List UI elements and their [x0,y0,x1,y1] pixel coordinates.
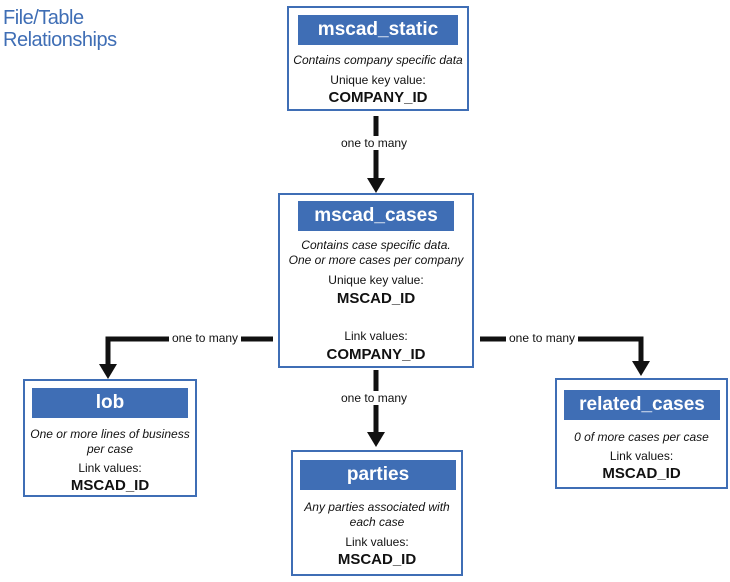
table-name-related-cases: related_cases [564,390,720,420]
description-line-1: One or more lines of business [30,427,190,441]
arrowhead-cases-parties [367,432,385,447]
label-static-to-cases: one to many [338,136,411,150]
description-line-2: One or more cases per company [288,253,464,267]
title-line-1: File/Table [3,7,84,29]
label-cases-to-related: one to many [506,331,579,345]
table-mscad-static[interactable]: mscad_static Contains company specific d… [287,6,469,111]
key-label: Unique key value: [328,273,424,287]
arrowhead-cases-lob [99,364,117,379]
link-label: Link values: [345,535,409,549]
key-value: MSCAD_ID [336,290,416,307]
diagram-title: File/Table Relationships [3,7,117,51]
link-label: Link values: [609,449,674,463]
description: 0 of more cases per case [574,430,709,444]
table-lob[interactable]: lob One or more lines of business per ca… [23,379,197,497]
table-name-mscad-static: mscad_static [298,15,458,45]
key-value: COMPANY_ID [328,89,428,106]
arrowhead-static-cases [367,178,385,193]
key-label: Unique key value: [330,73,426,87]
title-line-2: Relationships [3,29,117,51]
link-value: MSCAD_ID [70,477,150,494]
description-line-1: Any parties associated with [304,500,450,514]
table-name-mscad-cases: mscad_cases [298,201,454,231]
description: Contains company specific data [293,53,463,67]
link-label: Link values: [78,461,142,475]
label-cases-to-lob: one to many [169,331,242,345]
table-mscad-cases[interactable]: mscad_cases Contains case specific data.… [278,193,474,368]
link-value: COMPANY_ID [326,346,426,363]
table-related-cases[interactable]: related_cases 0 of more cases per case L… [555,378,728,489]
table-name-parties: parties [300,460,456,490]
table-parties[interactable]: parties Any parties associated with each… [291,450,463,576]
arrowhead-cases-related [632,361,650,376]
description-line-2: per case [86,442,134,456]
table-name-lob: lob [32,388,188,418]
link-value: MSCAD_ID [602,465,681,482]
description-line-1: Contains case specific data. [301,238,451,252]
description-line-2: each case [349,515,405,529]
label-cases-to-parties: one to many [338,391,411,405]
link-label: Link values: [344,329,408,343]
link-value: MSCAD_ID [337,551,417,568]
